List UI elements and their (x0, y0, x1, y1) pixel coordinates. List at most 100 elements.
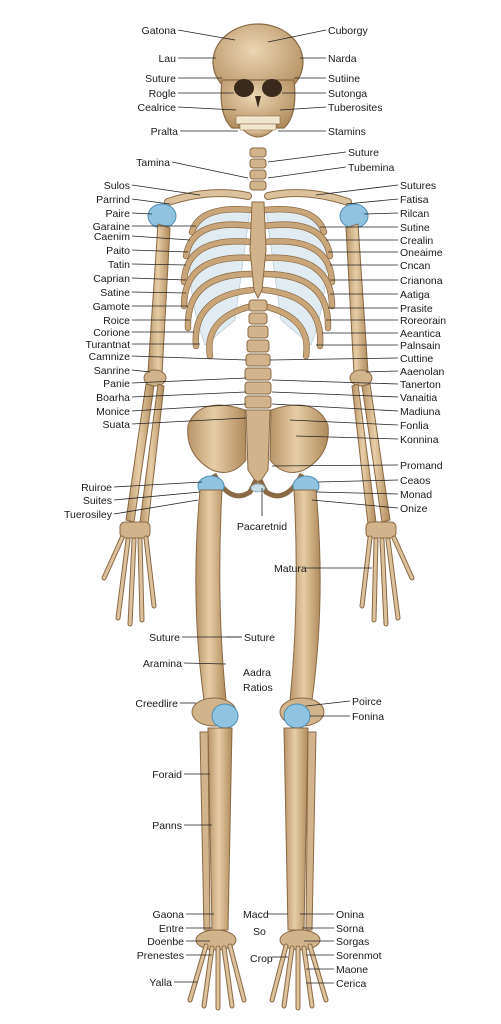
svg-text:Onina: Onina (336, 909, 364, 921)
label-right: Aatiga (330, 289, 430, 301)
svg-text:Aeantica: Aeantica (400, 328, 441, 340)
label-center: Pacaretnid (237, 488, 287, 533)
svg-text:Tanerton: Tanerton (400, 379, 441, 391)
left-labels: Gatona Lau Suture Rogle Cealrice Pralta … (64, 25, 249, 989)
label-left: Creedlire (135, 698, 196, 710)
label-right: Tubemina (267, 162, 394, 179)
skull (212, 23, 304, 138)
svg-text:Fonina: Fonina (352, 711, 384, 723)
label-right: Oneaime (328, 247, 443, 259)
label-center: Macd (243, 909, 288, 921)
right-fibula (305, 731, 317, 931)
label-left: Sanrine (94, 365, 151, 377)
right-arm (345, 223, 391, 525)
label-left: Turantnat (85, 339, 200, 351)
svg-text:Caprian: Caprian (93, 273, 130, 285)
svg-text:Suata: Suata (103, 419, 131, 431)
sternum (249, 201, 267, 300)
label-left: Gamote (93, 301, 188, 313)
label-left: Prenestes (137, 950, 212, 962)
svg-text:Prasite: Prasite (400, 303, 433, 315)
label-left: Entre (159, 923, 212, 935)
label-right: Onize (311, 499, 428, 515)
svg-text:Crop: Crop (250, 953, 273, 965)
svg-text:Panie: Panie (103, 378, 130, 390)
svg-text:Onize: Onize (400, 503, 428, 515)
label-right: Palnsain (316, 340, 440, 352)
svg-text:Konnina: Konnina (400, 434, 439, 446)
label-left: Suture (149, 632, 240, 644)
label-center: Ratios (243, 682, 273, 694)
right-shoulder-joint (339, 203, 369, 229)
svg-text:Aadra: Aadra (243, 667, 271, 679)
label-right: Sorenmot (306, 950, 382, 962)
label-left: Suites (83, 491, 201, 507)
svg-text:Madiuna: Madiuna (400, 406, 440, 418)
label-left: Tatin (108, 259, 187, 271)
label-left: Satine (100, 287, 187, 299)
svg-text:Palnsain: Palnsain (400, 340, 440, 352)
right-labels: Cuborgy Narda Sutiine Sutonga Tuberosite… (267, 25, 446, 990)
label-left: Foraid (152, 769, 210, 781)
spine (244, 299, 272, 409)
svg-text:Monice: Monice (96, 406, 130, 418)
svg-text:Cuttine: Cuttine (400, 353, 433, 365)
label-right: Narda (300, 53, 357, 65)
svg-text:Creedlire: Creedlire (135, 698, 178, 710)
svg-text:Ruiroe: Ruiroe (81, 482, 112, 494)
svg-text:Suture: Suture (348, 147, 379, 159)
label-right: Sorna (302, 923, 364, 935)
label-left: Tuerosiley (64, 499, 199, 521)
label-center: Fonina (310, 711, 384, 723)
svg-text:Cerica: Cerica (336, 978, 367, 990)
label-right: Tanerton (271, 379, 441, 391)
label-right: Roreorain (326, 315, 446, 327)
label-right: Cuttine (269, 353, 433, 365)
label-left: Paire (105, 208, 153, 220)
svg-text:Sutine: Sutine (400, 222, 430, 234)
label-right: Madiuna (271, 403, 440, 418)
right-patella (283, 703, 311, 729)
svg-text:Ceaos: Ceaos (400, 475, 430, 487)
svg-text:Garaine: Garaine (93, 221, 131, 233)
svg-text:Satine: Satine (100, 287, 130, 299)
label-left: Ruiroe (81, 481, 203, 494)
label-center: Crop (250, 953, 288, 965)
label-left: Gatona (142, 25, 236, 41)
svg-text:Sorenmot: Sorenmot (336, 950, 382, 962)
rib-cage (180, 201, 336, 360)
svg-text:Tubemina: Tubemina (348, 162, 394, 174)
svg-text:Tuerosiley: Tuerosiley (64, 509, 113, 521)
label-left: Suture (145, 73, 222, 85)
svg-text:Monad: Monad (400, 489, 432, 501)
label-right: Promand (271, 460, 443, 472)
label-right: Konnina (295, 434, 439, 446)
svg-text:Macd: Macd (243, 909, 269, 921)
svg-text:Roreorain: Roreorain (400, 315, 446, 327)
svg-text:Cncan: Cncan (400, 260, 431, 272)
svg-text:Crealin: Crealin (400, 235, 433, 247)
label-right: Aeantica (322, 328, 441, 340)
label-right: Crealin (326, 235, 433, 247)
svg-text:Fonlia: Fonlia (400, 420, 429, 432)
label-right: Cuborgy (267, 25, 368, 43)
label-right: Onina (300, 909, 364, 921)
label-left: Panns (152, 820, 212, 832)
label-right: Cncan (330, 260, 431, 272)
svg-text:Sulos: Sulos (104, 180, 130, 192)
label-right: Sutiine (294, 73, 360, 85)
svg-text:Lau: Lau (158, 53, 176, 65)
svg-text:Pacaretnid: Pacaretnid (237, 521, 287, 533)
label-left: Suata (103, 417, 247, 431)
svg-text:Panns: Panns (152, 820, 182, 832)
left-femur (195, 489, 227, 701)
svg-text:Paito: Paito (106, 245, 130, 257)
label-right: Crianona (330, 275, 443, 287)
svg-text:Sutures: Sutures (400, 180, 436, 192)
label-right: Cerica (306, 978, 367, 990)
label-center: Matura (274, 563, 372, 575)
svg-text:Entre: Entre (159, 923, 184, 935)
svg-text:Cealrice: Cealrice (137, 102, 176, 114)
svg-text:Gamote: Gamote (93, 301, 131, 313)
